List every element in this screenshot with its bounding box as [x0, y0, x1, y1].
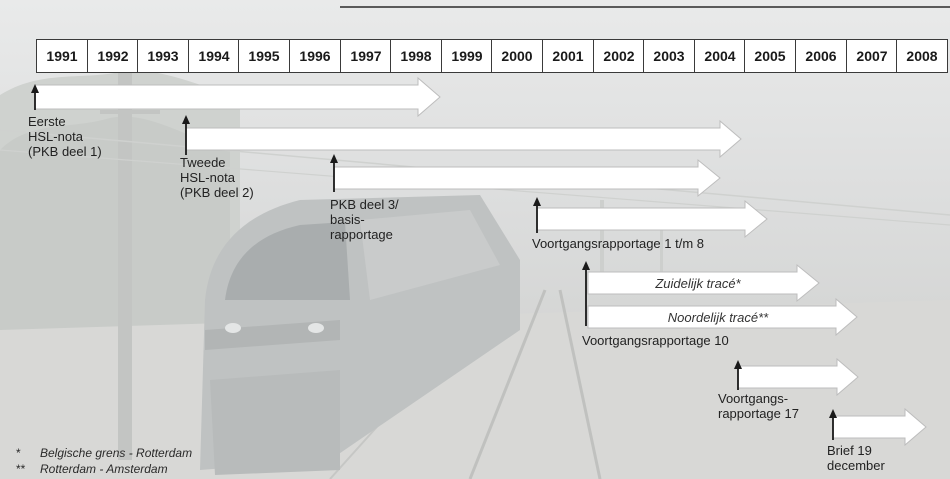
label-pkb-deel-3: PKB deel 3/basis-rapportage: [330, 197, 399, 242]
year-cell-1999: 1999: [441, 39, 493, 73]
year-cell-1997: 1997: [340, 39, 392, 73]
start-marker-voortgang-17: [734, 360, 742, 390]
year-cell-1993: 1993: [137, 39, 189, 73]
arrow-label-noordelijk: Noordelijk tracé**: [667, 310, 769, 325]
year-cell-2007: 2007: [846, 39, 898, 73]
year-cell-1998: 1998: [390, 39, 442, 73]
arrow-brief-19-december: [832, 407, 927, 447]
year-cell-1994: 1994: [188, 39, 240, 73]
arrow-voortgangsrapportage-1-8: [536, 199, 768, 239]
footnote-1-text: Belgische grens - Rotterdam: [40, 446, 193, 460]
start-marker-eerste: [31, 84, 39, 110]
start-marker-voortgang-10: [582, 261, 590, 326]
year-cell-2002: 2002: [593, 39, 645, 73]
start-marker-pkb3: [330, 154, 338, 192]
arrow-noordelijk-trace: [587, 297, 858, 337]
year-cell-2001: 2001: [542, 39, 594, 73]
year-cell-1991: 1991: [36, 39, 88, 73]
year-cell-2006: 2006: [795, 39, 847, 73]
footnote-1-mark: *: [16, 446, 21, 460]
footnote-1: * Belgische grens - Rotterdam: [16, 446, 192, 460]
year-cell-2003: 2003: [643, 39, 695, 73]
footnote-2-text: Rotterdam - Amsterdam: [40, 462, 168, 476]
start-marker-brief: [829, 409, 837, 440]
arrow-tweede-hsl-nota: [185, 119, 742, 159]
arrow-voortgangsrapportage-17: [737, 357, 859, 397]
start-marker-tweede: [182, 115, 190, 155]
year-cell-2004: 2004: [694, 39, 746, 73]
label-voortgangsrapportage-10: Voortgangsrapportage 10: [582, 333, 729, 348]
start-marker-voortgang-1-8: [533, 197, 541, 233]
footnote-2-mark: **: [16, 462, 26, 476]
year-cell-2005: 2005: [744, 39, 796, 73]
year-cell-1992: 1992: [87, 39, 139, 73]
footnote-2: ** Rotterdam - Amsterdam: [16, 462, 168, 476]
label-voortgangsrapportage-1-8: Voortgangsrapportage 1 t/m 8: [532, 236, 705, 251]
arrow-label-zuidelijk: Zuidelijk tracé*: [655, 276, 741, 291]
arrow-pkb-deel-3: [333, 158, 721, 198]
year-cell-2000: 2000: [491, 39, 543, 73]
year-cell-2008: 2008: [896, 39, 948, 73]
arrow-zuidelijk-trace: [587, 263, 820, 303]
arrow-eerste-hsl-nota: [34, 76, 441, 118]
year-cell-1995: 1995: [238, 39, 290, 73]
label-voortgangsrapportage-17: Voortgangs-rapportage 17: [718, 391, 799, 421]
year-cell-1996: 1996: [289, 39, 341, 73]
